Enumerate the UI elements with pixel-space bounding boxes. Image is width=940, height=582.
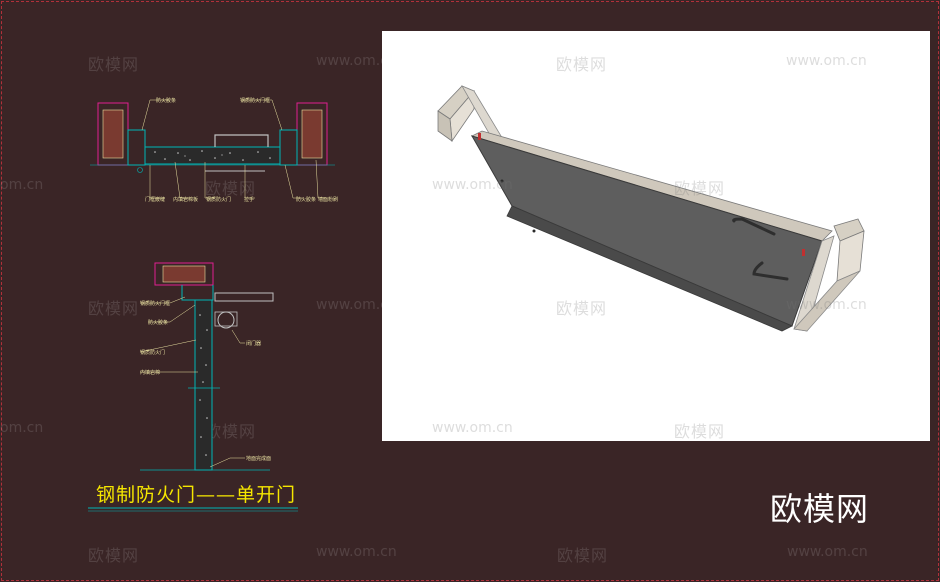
section-head-wall-fill (162, 265, 206, 283)
render-panel: 欧模网 www.om.cn www.om.cn 欧模网 欧模网 www.om.c… (382, 31, 930, 441)
plan-left-wall-fill (102, 109, 124, 159)
brand-logo-text: 欧模网 (770, 490, 870, 528)
hinge-pin (532, 229, 536, 233)
watermark-brand: 欧模网 (88, 55, 140, 74)
watermark-site: www.om.cn (316, 544, 397, 560)
plan-label: 墙面粉刷 (318, 197, 339, 203)
plan-label: 钢质防火门 (206, 197, 232, 203)
plan-label: 拉手 (244, 197, 255, 203)
section-leaders (139, 296, 245, 468)
watermark-brand: 欧模网 (557, 546, 609, 565)
section-label: 防火胶条 (148, 320, 169, 326)
watermark-site: www.om.cn (786, 53, 867, 69)
section-door-leaf (194, 299, 213, 471)
watermark-brand: 欧模网 (674, 422, 726, 441)
plan-label: 钢质防火门框 (240, 98, 271, 104)
section-label: 地面完成面 (246, 456, 272, 462)
watermark-brand: 欧模网 (88, 299, 140, 318)
plan-right-wall-fill (301, 109, 323, 159)
watermark-site: www.om.cn (432, 420, 513, 436)
right-jamb-lower (793, 270, 861, 332)
watermark-brand: 欧模网 (674, 179, 726, 198)
door-render (437, 85, 865, 332)
section-head-wall (154, 262, 214, 286)
plan-door-infill (154, 150, 271, 161)
seal-accent (478, 133, 481, 140)
section-view (139, 262, 274, 471)
left-jamb-front (437, 110, 453, 142)
watermark-edge: om.cn (0, 177, 44, 193)
seal-accent (802, 249, 805, 256)
door-bottom-edge (506, 205, 793, 332)
section-label: 钢质防火门框 (140, 301, 171, 307)
plan-door-leaf (144, 146, 281, 165)
section-closer-box (214, 311, 238, 327)
plan-handle (214, 134, 269, 147)
drawing-title: 钢制防火门——单开门 (96, 484, 297, 506)
watermark-site: www.om.cn (786, 297, 867, 313)
plan-label: 门框嵌缝 (145, 197, 166, 203)
hinge-pin (500, 179, 504, 183)
section-frame (181, 285, 214, 301)
watermark-site: www.om.cn (432, 177, 513, 193)
plan-label: 内填岩棉板 (173, 197, 199, 203)
watermark-brand: 欧模网 (88, 546, 140, 565)
plan-leaders (141, 99, 325, 199)
section-door-infill (199, 314, 208, 456)
watermark-edge: om.cn (0, 420, 44, 436)
plan-label: 防火胶条 (156, 98, 177, 104)
watermark-brand: 欧模网 (556, 299, 608, 318)
door-handle-back (732, 217, 776, 236)
section-label: 钢质防火门 (140, 350, 166, 356)
door-handle-front (752, 261, 789, 281)
plan-view (90, 99, 335, 199)
section-label: 内填岩棉 (140, 370, 161, 376)
section-closer-arm (214, 292, 274, 302)
watermark-brand: 欧模网 (205, 179, 257, 198)
plan-left-frame (127, 129, 146, 166)
watermark-site: www.om.cn (787, 544, 868, 560)
section-label: 闭门器 (246, 341, 262, 347)
plan-right-frame (279, 129, 298, 166)
watermark-brand: 欧模网 (205, 422, 257, 441)
watermark-site: www.om.cn (316, 297, 397, 313)
plan-axis-marker (137, 167, 143, 173)
watermark-site: www.om.cn (316, 53, 397, 69)
watermark-brand: 欧模网 (556, 55, 608, 74)
cad-drawing (88, 99, 335, 512)
plan-label: 防火胶条 (296, 197, 317, 203)
